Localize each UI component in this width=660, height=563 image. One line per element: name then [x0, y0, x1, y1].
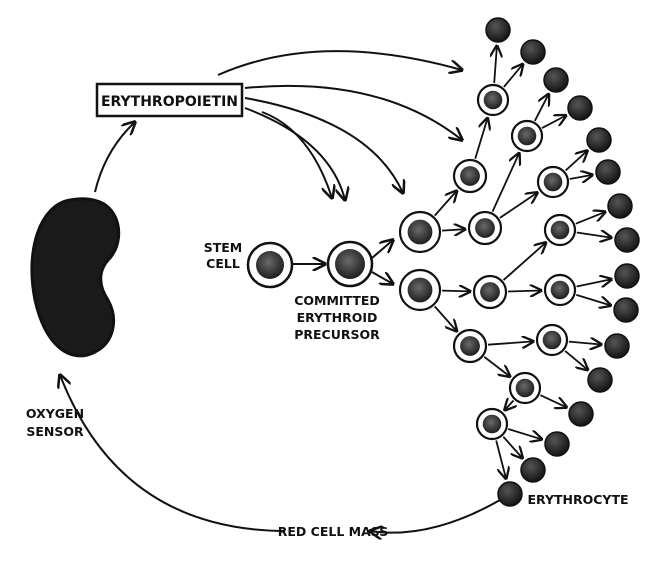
erythrocyte-cell-29 [497, 481, 523, 507]
tree-arrow-15 [541, 116, 566, 129]
precursor-cell-0 [398, 210, 442, 254]
erythrocyte-cell-17 [567, 95, 593, 121]
tree-arrow-1 [441, 229, 465, 230]
erythrocyte-cell-18 [586, 127, 612, 153]
erythrocyte-label: ERYTHROCYTE [527, 492, 628, 507]
precursor-cell-1 [398, 268, 442, 312]
tree-arrow-21 [576, 294, 610, 306]
tree-arrow-27 [495, 440, 506, 479]
erythrocyte-cell-24 [604, 333, 630, 359]
erythropoietin-box: ERYTHROPOIETIN [95, 82, 244, 118]
stem-cell [246, 241, 294, 289]
tree-arrow-22 [568, 342, 601, 345]
committed-label-line1: COMMITTED [294, 293, 380, 308]
erythrocyte-cell-26 [568, 401, 594, 427]
tree-arrow-6 [499, 193, 537, 219]
erythrocyte-cell-25 [587, 367, 613, 393]
tree-arrow-12 [494, 46, 497, 84]
erythrocyte-cell-20 [607, 193, 633, 219]
tree-arrow-2 [441, 291, 470, 292]
tree-arrow-23 [564, 350, 588, 370]
feedback-arrows [60, 50, 501, 532]
committed-precursor-cell [326, 240, 374, 288]
precursor-cell-13 [475, 407, 509, 441]
erythrocyte-cell-14 [485, 17, 511, 43]
erythrocyte-cell-15 [520, 39, 546, 65]
tree-arrow-24 [540, 394, 566, 407]
precursor-cell-4 [472, 274, 508, 310]
tree-arrow-25 [507, 428, 542, 439]
tree-arrow-19 [576, 233, 611, 238]
tree-arrow-10 [483, 356, 510, 377]
tree-arrow-20 [576, 279, 612, 286]
erythrocyte-cell-21 [614, 227, 640, 253]
erythropoietin-label: ERYTHROPOIETIN [101, 94, 238, 110]
erythrocyte-cell-16 [543, 67, 569, 93]
early-arrows [293, 240, 393, 284]
precursor-cell-2 [452, 158, 488, 194]
precursor-cell-5 [452, 328, 488, 364]
tree-arrow-16 [564, 151, 588, 172]
oxygen-sensor-label-line1: OXYGEN [26, 406, 84, 421]
red-cell-mass-label: RED CELL MASS [278, 524, 388, 539]
erythrocyte-cell-28 [520, 457, 546, 483]
committed-label-line2: ERYTHROID [297, 310, 378, 325]
tree-cells [398, 17, 640, 507]
erythrocyte-cell-23 [613, 297, 639, 323]
erythrocyte-cell-22 [614, 263, 640, 289]
stem-cell-label-line2: CELL [206, 256, 240, 271]
stem-cell-label-line1: STEM [204, 240, 243, 255]
tree-arrow-0 [434, 191, 457, 217]
precursor-cell-12 [508, 371, 542, 405]
precursor-cell-6 [476, 83, 510, 117]
tree-arrow-9 [487, 341, 533, 344]
tree-arrow-5 [491, 153, 520, 212]
precursor-cell-8 [536, 165, 570, 199]
tree-arrow-17 [569, 175, 593, 179]
precursor-cell-11 [535, 323, 569, 357]
erythrocyte-cell-19 [595, 159, 621, 185]
precursor-cell-10 [543, 273, 577, 307]
precursor-cell-9 [543, 213, 577, 247]
precursor-cell-7 [510, 119, 544, 153]
oxygen-sensor-label-line2: SENSOR [26, 424, 84, 439]
tree-arrow-26 [502, 436, 522, 458]
tree-arrows [434, 46, 612, 479]
tree-arrow-13 [503, 64, 523, 88]
tree-arrow-11 [505, 401, 514, 411]
erythrocyte-cell-27 [544, 431, 570, 457]
tree-arrow-18 [575, 212, 605, 225]
tree-arrow-8 [507, 291, 541, 292]
kidney-icon [30, 197, 121, 358]
tree-arrow-14 [534, 94, 549, 122]
precursor-cell-3 [467, 210, 503, 246]
tree-arrow-7 [502, 243, 546, 281]
tree-arrow-3 [434, 305, 457, 331]
committed-label-line3: PRECURSOR [294, 327, 380, 342]
tree-arrow-4 [474, 118, 487, 160]
